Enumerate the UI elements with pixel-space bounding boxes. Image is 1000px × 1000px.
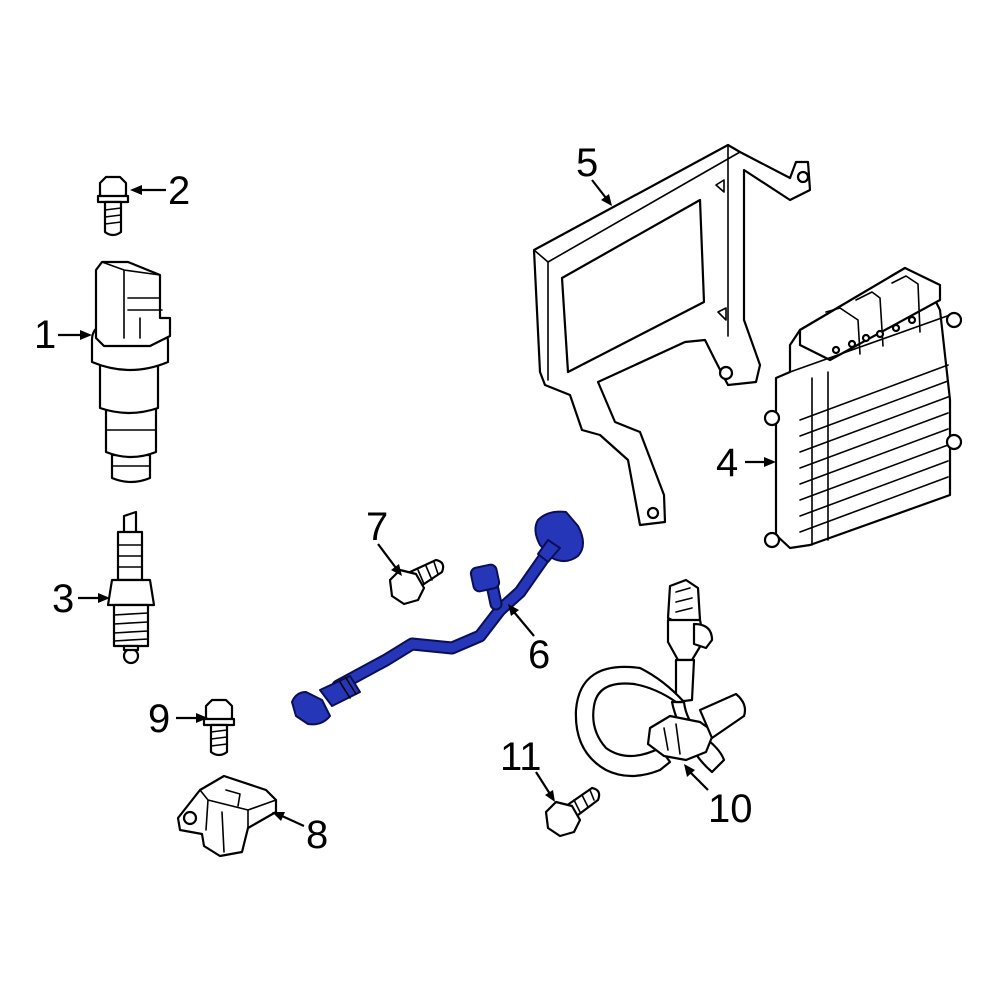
- callout-arrows: [58, 179, 776, 828]
- part-7-bolt[interactable]: [388, 558, 445, 606]
- part-3-spark-plug[interactable]: [106, 510, 156, 665]
- callout-11: 11: [500, 735, 542, 779]
- callout-2: 2: [168, 169, 190, 213]
- part-1-ignition-coil[interactable]: [90, 260, 172, 484]
- callout-8: 8: [306, 813, 328, 857]
- part-5-ecu-bracket[interactable]: [532, 143, 812, 527]
- part-4-ecu-module[interactable]: [763, 266, 963, 550]
- part-9-bolt[interactable]: [202, 698, 236, 757]
- callout-5: 5: [576, 141, 598, 185]
- part-10-oxygen-sensor[interactable]: [574, 578, 747, 778]
- callout-1: 1: [34, 313, 56, 357]
- callout-7: 7: [366, 505, 388, 549]
- callout-6: 6: [528, 633, 550, 677]
- callout-10: 10: [708, 787, 753, 831]
- callout-3: 3: [52, 577, 74, 621]
- part-2-bolt[interactable]: [96, 175, 130, 237]
- part-6-wiring-harness[interactable]: [291, 510, 584, 726]
- callout-9: 9: [148, 697, 170, 741]
- part-8-sensor[interactable]: [176, 774, 278, 858]
- part-11-bolt[interactable]: [544, 786, 601, 838]
- callout-4: 4: [716, 441, 738, 485]
- callout-labels: 2 1 3 4 5 6 7 8 9 10 11: [34, 141, 753, 857]
